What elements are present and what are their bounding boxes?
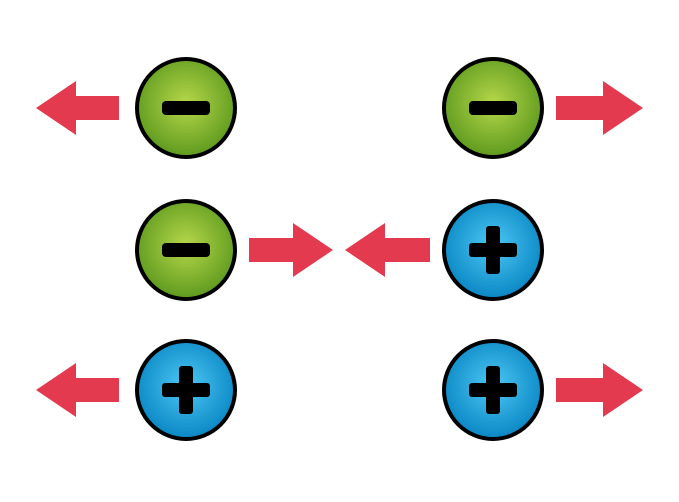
force-arrow-left (345, 223, 430, 277)
charges-layer (36, 57, 643, 441)
minus-icon (162, 101, 210, 115)
plus-icon (469, 366, 517, 414)
row-like-negative (36, 57, 643, 159)
negative-charge-left (36, 57, 237, 159)
force-arrow-right (249, 223, 333, 277)
minus-icon (162, 243, 210, 257)
force-arrow-left (36, 81, 119, 135)
plus-vertical-bar (486, 366, 500, 414)
negative-charge-left (135, 199, 333, 301)
force-arrow-right (556, 363, 643, 417)
plus-vertical-bar (179, 366, 193, 414)
plus-icon (162, 366, 210, 414)
minus-icon (469, 101, 517, 115)
force-arrow-right (556, 81, 643, 135)
negative-charge-right (442, 57, 643, 159)
force-arrow-left (36, 363, 119, 417)
positive-charge-right (345, 199, 544, 301)
plus-vertical-bar (486, 226, 500, 274)
row-like-positive (36, 339, 643, 441)
positive-charge-right (442, 339, 643, 441)
positive-charge-left (36, 339, 237, 441)
plus-icon (469, 226, 517, 274)
row-opposite (135, 199, 544, 301)
